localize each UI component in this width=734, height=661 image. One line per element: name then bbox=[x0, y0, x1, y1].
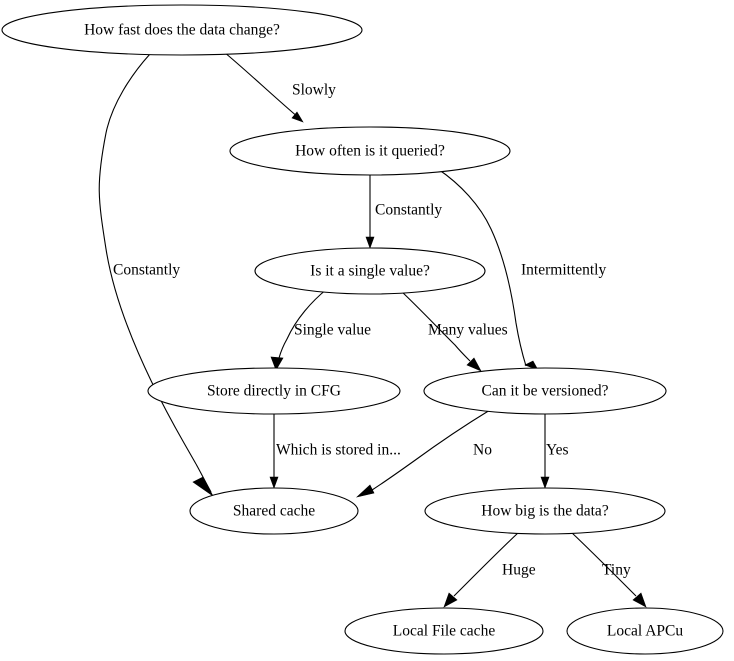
node-how-often-is-it-queried[interactable]: How often is it queried? bbox=[229, 126, 511, 176]
edge-label-which-is-stored-in: Which is stored in... bbox=[276, 442, 401, 459]
node-ellipse-shared-cache bbox=[189, 487, 359, 535]
node-ellipse-local-apcu bbox=[566, 607, 724, 655]
edge-label-many-values: Many values bbox=[428, 322, 508, 339]
edge-huge[interactable]: Huge bbox=[443, 531, 536, 608]
edge-constantly-direct-path2 bbox=[195, 463, 212, 493]
edge-single-value-arrowhead bbox=[270, 356, 284, 371]
node-is-it-a-single-value[interactable]: Is it a single value? bbox=[254, 247, 486, 295]
edge-single-value-path bbox=[278, 288, 328, 359]
edge-label-yes: Yes bbox=[546, 442, 569, 459]
edge-no-arrowhead bbox=[355, 484, 375, 498]
edges-layer: Slowly Constantly Constantly Intermitten… bbox=[98, 51, 647, 608]
edge-label-constantly-queried: Constantly bbox=[375, 202, 442, 219]
edge-which-is-stored-in[interactable]: Which is stored in... bbox=[269, 414, 401, 489]
nodes-layer: How fast does the data change? How often… bbox=[1, 4, 724, 655]
node-label-how-often: How often is it queried? bbox=[295, 143, 445, 160]
edge-yes[interactable]: Yes bbox=[540, 414, 569, 489]
edge-single-value[interactable]: Single value bbox=[270, 288, 371, 371]
node-ellipse-single-value bbox=[254, 247, 486, 295]
node-ellipse-data-change bbox=[1, 4, 363, 56]
node-label-single-value: Is it a single value? bbox=[310, 263, 430, 280]
edge-many-values[interactable]: Many values bbox=[400, 290, 508, 372]
edge-which-is-stored-in-arrowhead bbox=[269, 476, 279, 489]
node-ellipse-versioned bbox=[423, 367, 667, 415]
edge-constantly-direct-arrowhead bbox=[192, 476, 214, 497]
node-label-data-change: How fast does the data change? bbox=[84, 22, 280, 39]
node-ellipse-local-file bbox=[344, 607, 544, 655]
edge-intermittently-path bbox=[437, 168, 527, 367]
edge-huge-path bbox=[453, 531, 520, 597]
edge-label-single-value: Single value bbox=[294, 322, 371, 339]
edge-constantly-direct-path bbox=[98, 53, 197, 465]
node-label-versioned: Can it be versioned? bbox=[482, 383, 609, 400]
edge-slowly-arrowhead bbox=[291, 111, 304, 123]
edge-many-values-arrowhead bbox=[466, 357, 482, 372]
node-label-local-file: Local File cache bbox=[393, 623, 496, 640]
edge-slowly-path bbox=[223, 51, 300, 119]
edge-tiny-path bbox=[570, 531, 637, 597]
node-label-local-apcu: Local APCu bbox=[607, 623, 683, 640]
node-label-store-cfg: Store directly in CFG bbox=[207, 383, 341, 400]
edge-slowly[interactable]: Slowly bbox=[223, 51, 336, 123]
edge-label-intermittently: Intermittently bbox=[521, 262, 606, 279]
node-how-big-is-the-data[interactable]: How big is the data? bbox=[424, 487, 666, 535]
node-local-apcu[interactable]: Local APCu bbox=[566, 607, 724, 655]
edge-constantly-direct[interactable]: Constantly bbox=[98, 53, 214, 497]
edge-huge-arrowhead bbox=[443, 592, 458, 608]
edge-no[interactable]: No bbox=[355, 409, 492, 498]
node-ellipse-how-big bbox=[424, 487, 666, 535]
edge-tiny[interactable]: Tiny bbox=[570, 531, 647, 608]
edge-no-path bbox=[371, 409, 491, 491]
node-label-how-big: How big is the data? bbox=[481, 503, 609, 520]
node-can-it-be-versioned[interactable]: Can it be versioned? bbox=[423, 367, 667, 415]
node-local-file-cache[interactable]: Local File cache bbox=[344, 607, 544, 655]
edge-label-constantly-direct: Constantly bbox=[113, 262, 180, 279]
node-ellipse-store-cfg bbox=[147, 367, 401, 415]
node-how-fast-does-the-data-change[interactable]: How fast does the data change? bbox=[1, 4, 363, 56]
node-store-directly-in-cfg[interactable]: Store directly in CFG bbox=[147, 367, 401, 415]
edge-yes-arrowhead bbox=[540, 476, 550, 489]
edge-many-values-path bbox=[400, 290, 471, 362]
edge-constantly-queried-arrowhead bbox=[365, 236, 375, 249]
edge-label-tiny: Tiny bbox=[602, 562, 631, 579]
node-shared-cache[interactable]: Shared cache bbox=[189, 487, 359, 535]
edge-label-slowly: Slowly bbox=[292, 82, 336, 99]
node-ellipse-how-often bbox=[229, 126, 511, 176]
edge-label-huge: Huge bbox=[502, 562, 536, 579]
edge-tiny-arrowhead bbox=[632, 592, 647, 608]
edge-label-no: No bbox=[473, 442, 492, 459]
node-label-shared-cache: Shared cache bbox=[233, 503, 315, 520]
edge-constantly-queried[interactable]: Constantly bbox=[365, 175, 442, 249]
